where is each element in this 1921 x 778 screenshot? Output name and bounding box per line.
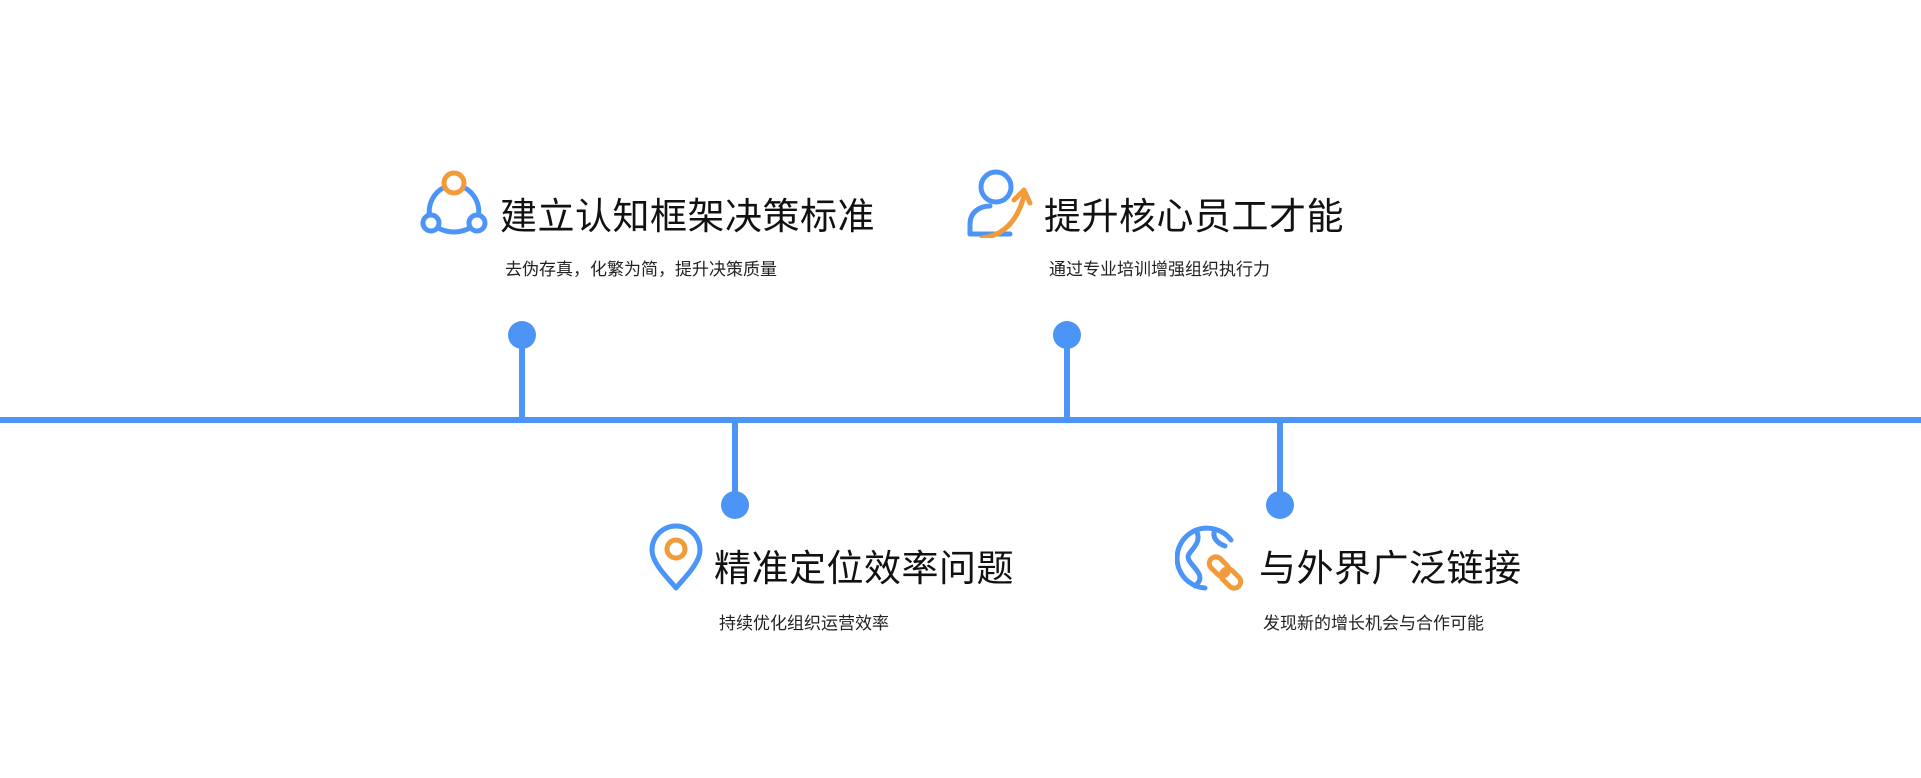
timeline-node-3 (1053, 321, 1081, 349)
timeline-node-4 (1266, 491, 1294, 519)
item-title-1: 建立认知框架决策标准 (500, 195, 875, 238)
item-title-3: 提升核心员工才能 (1044, 195, 1344, 238)
user-growth-icon (967, 169, 1033, 238)
location-pin-icon (649, 523, 703, 591)
item-title-4: 与外界广泛链接 (1259, 547, 1522, 590)
item-desc-2: 持续优化组织运营效率 (719, 614, 889, 634)
item-desc-4: 发现新的增长机会与合作可能 (1263, 614, 1484, 634)
timeline-node-1 (508, 321, 536, 349)
item-desc-1: 去伪存真，化繁为简，提升决策质量 (505, 260, 777, 280)
timeline-node-2 (721, 491, 749, 519)
item-title-2: 精准定位效率问题 (714, 547, 1014, 590)
item-desc-3: 通过专业培训增强组织执行力 (1049, 260, 1270, 280)
network-nodes-icon (420, 170, 488, 235)
globe-link-icon (1175, 525, 1244, 591)
